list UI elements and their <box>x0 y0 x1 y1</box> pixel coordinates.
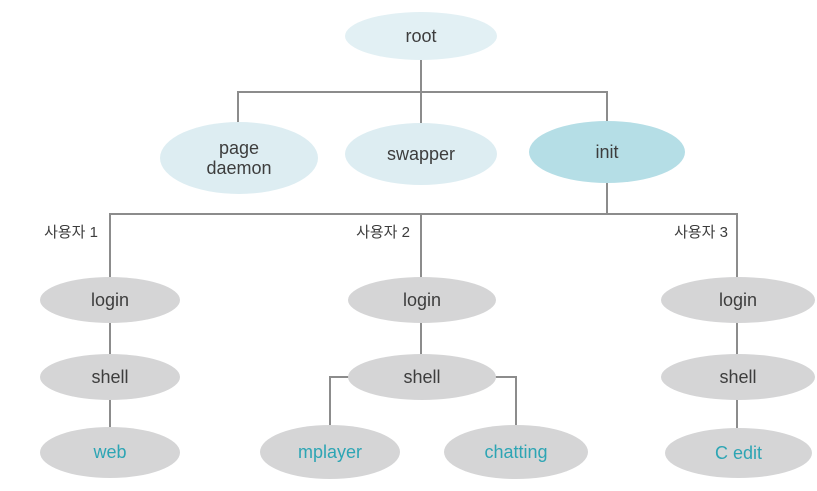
node-user1-web-label: web <box>93 442 127 463</box>
node-user3-shell-label: shell <box>719 366 757 387</box>
edge-down-user3 <box>736 213 738 278</box>
node-user3-cedit: C edit <box>665 428 812 478</box>
node-page-daemon-label: page daemon <box>206 137 272 178</box>
node-user1-shell-label: shell <box>91 366 129 387</box>
edge-down-user1 <box>109 213 111 278</box>
edge-u2-login-shell <box>420 322 422 355</box>
edge-u2-shell-chatting-h <box>494 376 517 378</box>
node-user1-shell: shell <box>40 354 180 400</box>
edge-u2-shell-mplayer-h <box>329 376 351 378</box>
node-init: init <box>529 121 685 183</box>
node-user1-login: login <box>40 277 180 323</box>
edge-u1-login-shell <box>109 322 111 355</box>
user1-label: 사용자 1 <box>44 224 98 241</box>
edge-u3-shell-cedit <box>736 399 738 428</box>
node-user3-login: login <box>661 277 815 323</box>
node-user2-login: login <box>348 277 496 323</box>
edge-u2-shell-mplayer-v <box>329 376 331 426</box>
edge-init-down <box>606 182 608 215</box>
node-swapper: swapper <box>345 123 497 185</box>
edge-root-down <box>420 59 422 92</box>
user3-label: 사용자 3 <box>674 224 728 241</box>
edge-u2-shell-chatting-v <box>515 376 517 426</box>
node-user3-cedit-label: C edit <box>714 442 763 463</box>
edge-u3-login-shell <box>736 322 738 355</box>
node-user2-mplayer-label: mplayer <box>297 441 363 462</box>
node-user3-login-label: login <box>718 289 758 310</box>
edge-down-page-daemon <box>237 91 239 123</box>
node-user2-mplayer: mplayer <box>260 425 400 479</box>
node-page-daemon: page daemon <box>160 122 318 194</box>
node-user2-chatting-label: chatting <box>484 441 548 462</box>
edge-down-swapper <box>420 91 422 124</box>
node-user1-login-label: login <box>90 289 130 310</box>
edge-tier1-horizontal <box>237 91 608 93</box>
node-user2-login-label: login <box>402 289 442 310</box>
node-swapper-label: swapper <box>386 143 456 164</box>
edge-down-user2 <box>420 213 422 278</box>
node-user2-chatting: chatting <box>444 425 588 479</box>
edge-users-horizontal <box>109 213 738 215</box>
user2-label: 사용자 2 <box>356 224 410 241</box>
node-root: root <box>345 12 497 60</box>
node-user2-shell-label: shell <box>403 366 441 387</box>
node-user3-shell: shell <box>661 354 815 400</box>
node-user2-shell: shell <box>348 354 496 400</box>
edge-down-init <box>606 91 608 122</box>
node-user1-web: web <box>40 427 180 478</box>
node-init-label: init <box>595 141 619 162</box>
edge-u1-shell-web <box>109 399 111 428</box>
node-root-label: root <box>405 25 437 46</box>
